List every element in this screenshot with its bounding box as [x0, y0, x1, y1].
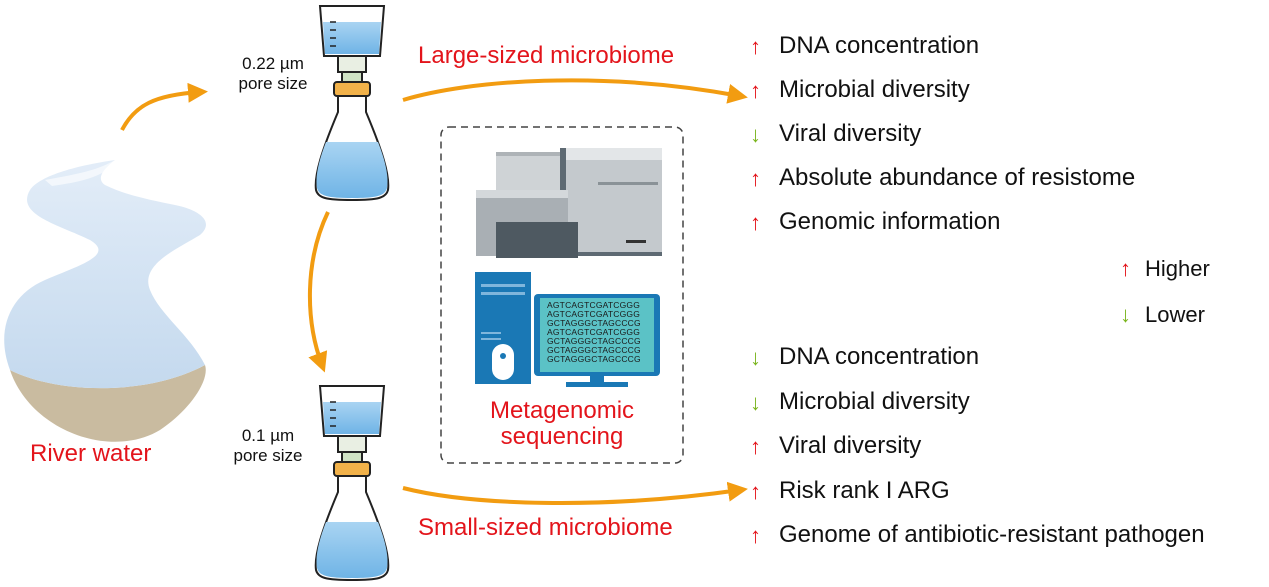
- sequencer-icon: [476, 148, 662, 258]
- down-arrow-icon: ↓: [750, 389, 761, 415]
- dna-line: GCTAGGGCTAGCCCG: [547, 345, 641, 355]
- large-microbiome-label: Large-sized microbiome: [418, 42, 675, 69]
- computer-icon: [475, 272, 531, 384]
- monitor-icon: [534, 294, 660, 387]
- result-item: Microbial diversity: [779, 76, 970, 103]
- result-item: DNA concentration: [779, 343, 980, 370]
- flow-arrows: [120, 78, 748, 505]
- up-arrow-icon: ↑: [750, 34, 761, 59]
- sequencing-box: [440, 126, 684, 464]
- arrow-large-to-results: [402, 78, 748, 104]
- result-item: Genomic information: [779, 208, 1001, 235]
- pore-size-value: 0.22 µm: [242, 54, 304, 73]
- dna-line: AGTCAGTCGATCGGG: [547, 327, 641, 337]
- dna-line: GCTAGGGCTAGCCCG: [547, 318, 641, 328]
- sequencing-title-line-2: sequencing: [500, 423, 624, 450]
- up-arrow-icon: ↑: [750, 478, 761, 504]
- sequencing-title-line-1: Metagenomic: [489, 397, 635, 424]
- arrow-small-to-results: [402, 481, 748, 505]
- small-microbiome-label: Small-sized microbiome: [418, 514, 673, 541]
- up-arrow-icon: ↑: [750, 434, 761, 459]
- pore-size-caption: pore size: [238, 74, 308, 93]
- result-item: Viral diversity: [779, 120, 922, 147]
- down-arrow-icon: ↓: [750, 122, 761, 147]
- legend-lower-label: Lower: [1145, 302, 1205, 327]
- dna-line: GCTAGGGCTAGCCCG: [547, 354, 641, 364]
- down-arrow-icon: ↓: [750, 345, 761, 370]
- arrow-top-to-bottom: [307, 211, 330, 373]
- result-item: Absolute abundance of resistome: [779, 164, 1136, 191]
- up-arrow-icon: ↑: [750, 166, 761, 191]
- dna-line: GCTAGGGCTAGCCCG: [547, 336, 641, 346]
- result-item: Microbial diversity: [779, 387, 970, 415]
- up-arrow-icon: ↑: [1120, 256, 1131, 281]
- down-arrow-icon: ↓: [1120, 302, 1131, 327]
- up-arrow-icon: ↑: [750, 210, 761, 235]
- result-item: Genome of antibiotic-resistant pathogen: [779, 521, 1205, 548]
- pore-size-caption: pore size: [233, 446, 303, 465]
- arrow-river-to-top: [120, 82, 208, 131]
- river-illustration: [4, 160, 206, 442]
- legend-higher-label: Higher: [1145, 256, 1210, 281]
- result-item: Viral diversity: [779, 432, 922, 459]
- dna-line: AGTCAGTCGATCGGG: [547, 309, 641, 319]
- up-arrow-icon: ↑: [750, 523, 761, 548]
- filter-top: [314, 5, 390, 202]
- result-item: DNA concentration: [779, 32, 980, 59]
- pore-label-top: 0.22 µm pore size: [228, 54, 318, 94]
- pore-label-bottom: 0.1 µm pore size: [228, 426, 308, 466]
- dna-line: AGTCAGTCGATCGGG: [547, 300, 641, 310]
- river-water-label: River water: [30, 440, 152, 467]
- pore-size-value: 0.1 µm: [241, 426, 295, 445]
- result-item: Risk rank I ARG: [779, 476, 950, 504]
- filter-bottom: [314, 385, 390, 582]
- up-arrow-icon: ↑: [750, 78, 761, 103]
- sequencing-title: Metagenomic sequencing: [441, 398, 683, 450]
